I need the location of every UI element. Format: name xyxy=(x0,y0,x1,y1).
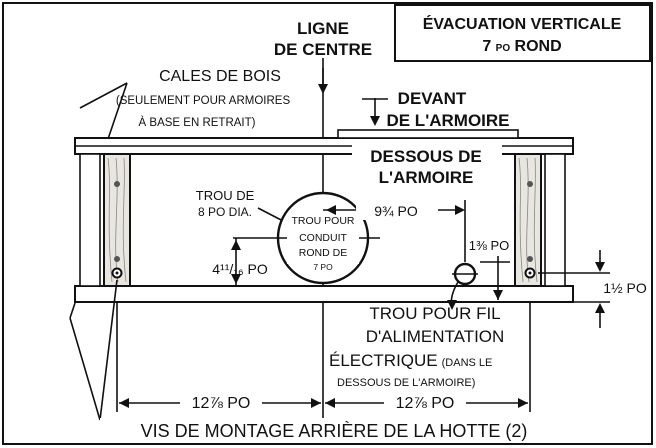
duct-hole-line3: ROND DE xyxy=(299,247,347,259)
dim-9-3-4: 9¾ PO xyxy=(374,203,418,219)
wire-hole-line3-group: ÉLECTRIQUE (DANS LE xyxy=(329,351,492,370)
wire-hole-leader-arrow xyxy=(447,300,457,310)
dim-4-11-16: 4¹¹/₁₆ PO xyxy=(212,261,268,277)
wire-hole-line5: DESSOUS DE L'ARMOIRE) xyxy=(337,377,475,389)
screw-leader-left xyxy=(99,279,118,421)
screw-leader-left-c xyxy=(69,302,76,319)
dim-1-1-2: 1½ PO xyxy=(603,280,647,296)
centerline-line2: DE CENTRE xyxy=(274,40,372,59)
left-shim-nail xyxy=(114,181,120,187)
dim-12-7-8-left-bg xyxy=(180,392,262,412)
cabinet-front-line2: DE L'ARMOIRE xyxy=(386,111,509,130)
dim-12-7-8-right: 12⅞ PO xyxy=(396,395,455,412)
left-outer-panel xyxy=(79,153,101,287)
right-shim-nail-2 xyxy=(527,256,533,262)
dim-9-3-4-bg xyxy=(356,198,438,220)
wood-shims-line3: À BASE EN RETRAIT) xyxy=(139,116,256,129)
wire-hole-line1: TROU POUR FIL xyxy=(369,304,500,323)
cabinet-front-lip xyxy=(337,129,519,139)
cabinet-bottom-line2: L'ARMOIRE xyxy=(379,168,474,187)
title-box xyxy=(394,4,651,62)
left-screw-center xyxy=(115,271,119,275)
right-outer-panel xyxy=(544,153,566,287)
dim-1-1-2-arrow-down xyxy=(595,262,605,272)
hole-8in-leader xyxy=(257,207,286,223)
dim-9-3-4-arrow-right xyxy=(455,205,465,215)
dim-1-3-8-arrow xyxy=(493,290,503,300)
title-line2: 7 PO ROND xyxy=(482,38,561,55)
wood-shims-line2: (SEULEMENT POUR ARMOIRES xyxy=(116,95,291,107)
screw-leader-left-b xyxy=(69,317,101,421)
dim-4-11-16-arrow-up xyxy=(231,240,241,250)
shims-leader-a xyxy=(79,82,128,109)
left-shim-nail-2 xyxy=(114,256,120,262)
hole-8in-line1: TROU DE xyxy=(196,188,255,203)
right-shim-grain xyxy=(518,157,538,283)
dim-12-7-8-left: 12⅞ PO xyxy=(192,395,251,412)
dim-12-7-8-right-bg xyxy=(384,392,466,412)
screws-label-bg xyxy=(100,418,570,442)
shims-leader-b xyxy=(105,82,128,146)
dim-9-3-4-arrow-left xyxy=(326,205,336,215)
cabinet-bottom-label-bg xyxy=(352,141,502,187)
cabinet-front-line1: DEVANT xyxy=(398,89,467,108)
dim-1-3-8: 1⅜ PO xyxy=(469,238,509,253)
duct-label-bg xyxy=(287,214,359,264)
right-shim-nail xyxy=(527,181,533,187)
wood-shims-line1: CALES DE BOIS xyxy=(159,68,281,85)
dim-12-7-8-right-arrow-l xyxy=(325,398,335,408)
dim-12-7-8-left-arrow-l xyxy=(119,398,129,408)
cabinet-bottom-line1: DESSOUS DE xyxy=(370,147,481,166)
wire-hole-line4: (DANS LE xyxy=(442,357,493,369)
wire-hole-line2: D'ALIMENTATION xyxy=(366,327,505,346)
dim-12-7-8-right-arrow-r xyxy=(518,398,528,408)
duct-hole-line1: TROU POUR xyxy=(292,215,355,227)
screws-label: VIS DE MONTAGE ARRIÈRE DE LA HOTTE (2) xyxy=(141,421,528,441)
hole-8in-line2: 8 PO DIA. xyxy=(198,205,252,219)
center-line-arrowhead xyxy=(318,84,328,94)
duct-hole-line4: 7 PO xyxy=(313,262,333,272)
duct-hole-line2: CONDUIT xyxy=(299,232,347,244)
cabinet-bottom-rail xyxy=(74,285,574,303)
right-screw-center xyxy=(528,271,532,275)
front-arrowhead xyxy=(370,116,380,126)
wire-hole-line3: ÉLECTRIQUE xyxy=(329,351,438,370)
title-line1: ÉVACUATION VERTICALE xyxy=(423,14,622,33)
centerline-line1: LIGNE xyxy=(297,19,349,38)
dim-4-11-16-arrow-down xyxy=(231,274,241,284)
dim-1-1-2-arrow-up xyxy=(595,303,605,313)
dim-12-7-8-left-arrow-r xyxy=(311,398,321,408)
